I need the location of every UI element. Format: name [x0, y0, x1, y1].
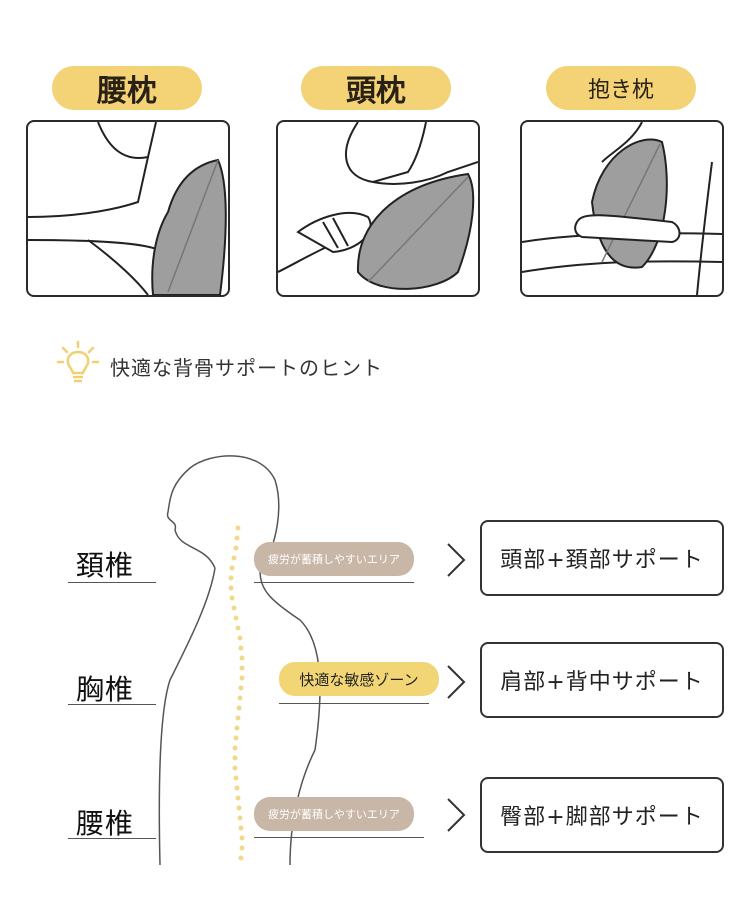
- pillow-type-label: 抱き枕: [587, 78, 654, 103]
- lumbar-pillow-illustration: [26, 120, 230, 297]
- pillow-type-label: 頭枕: [346, 74, 406, 109]
- support-box-thoracic: 肩部+背中サポート: [480, 642, 724, 718]
- zone-tag-text: 疲労が蓄積しやすいエリア: [268, 808, 400, 821]
- chevron-right-icon: [447, 543, 466, 577]
- spine-dots: [228, 525, 245, 861]
- zone-tag-text: 疲労が蓄積しやすいエリア: [268, 553, 400, 566]
- chevron-right-icon: [447, 798, 466, 832]
- support-box-lumbar: 臀部+脚部サポート: [480, 777, 724, 853]
- zone-tag-thoracic: 快適な敏感ゾーン: [279, 662, 439, 696]
- support-box-cervical: 頭部+頚部サポート: [480, 520, 724, 596]
- head-pillow-drawing: [278, 122, 478, 290]
- divider-line: [68, 838, 156, 839]
- support-text: 肩部+背中サポート: [500, 670, 704, 695]
- zone-tag-cervical: 疲労が蓄積しやすいエリア: [254, 542, 414, 576]
- pillow-type-head: 頭枕: [301, 66, 451, 110]
- zone-label-thoracic: 胸椎: [76, 673, 135, 706]
- hug-pillow-drawing: [522, 122, 722, 295]
- chevron-right-icon: [447, 665, 466, 699]
- lightbulb-icon: [56, 340, 100, 386]
- zone-tag-text: 快適な敏感ゾーン: [299, 670, 419, 689]
- support-text: 臀部+脚部サポート: [500, 805, 704, 830]
- lumbar-pillow-drawing: [28, 122, 227, 295]
- divider-line: [254, 582, 414, 583]
- support-text: 頭部+頚部サポート: [500, 548, 704, 573]
- pillow-type-lumbar: 腰枕: [52, 66, 202, 110]
- body-silhouette: [158, 455, 321, 865]
- zone-label-lumbar: 腰椎: [76, 807, 135, 840]
- divider-line: [68, 582, 156, 583]
- tip-text: 快適な背骨サポートのヒント: [110, 356, 383, 380]
- hug-pillow-illustration: [520, 120, 724, 297]
- divider-line: [68, 704, 156, 705]
- zone-tag-lumbar: 疲労が蓄積しやすいエリア: [254, 797, 414, 831]
- divider-line: [279, 703, 429, 704]
- zone-label-cervical: 頚椎: [76, 549, 135, 582]
- pillow-type-hug: 抱き枕: [546, 66, 696, 110]
- head-pillow-illustration: [276, 120, 480, 297]
- divider-line: [254, 837, 424, 838]
- pillow-type-label: 腰枕: [97, 74, 157, 109]
